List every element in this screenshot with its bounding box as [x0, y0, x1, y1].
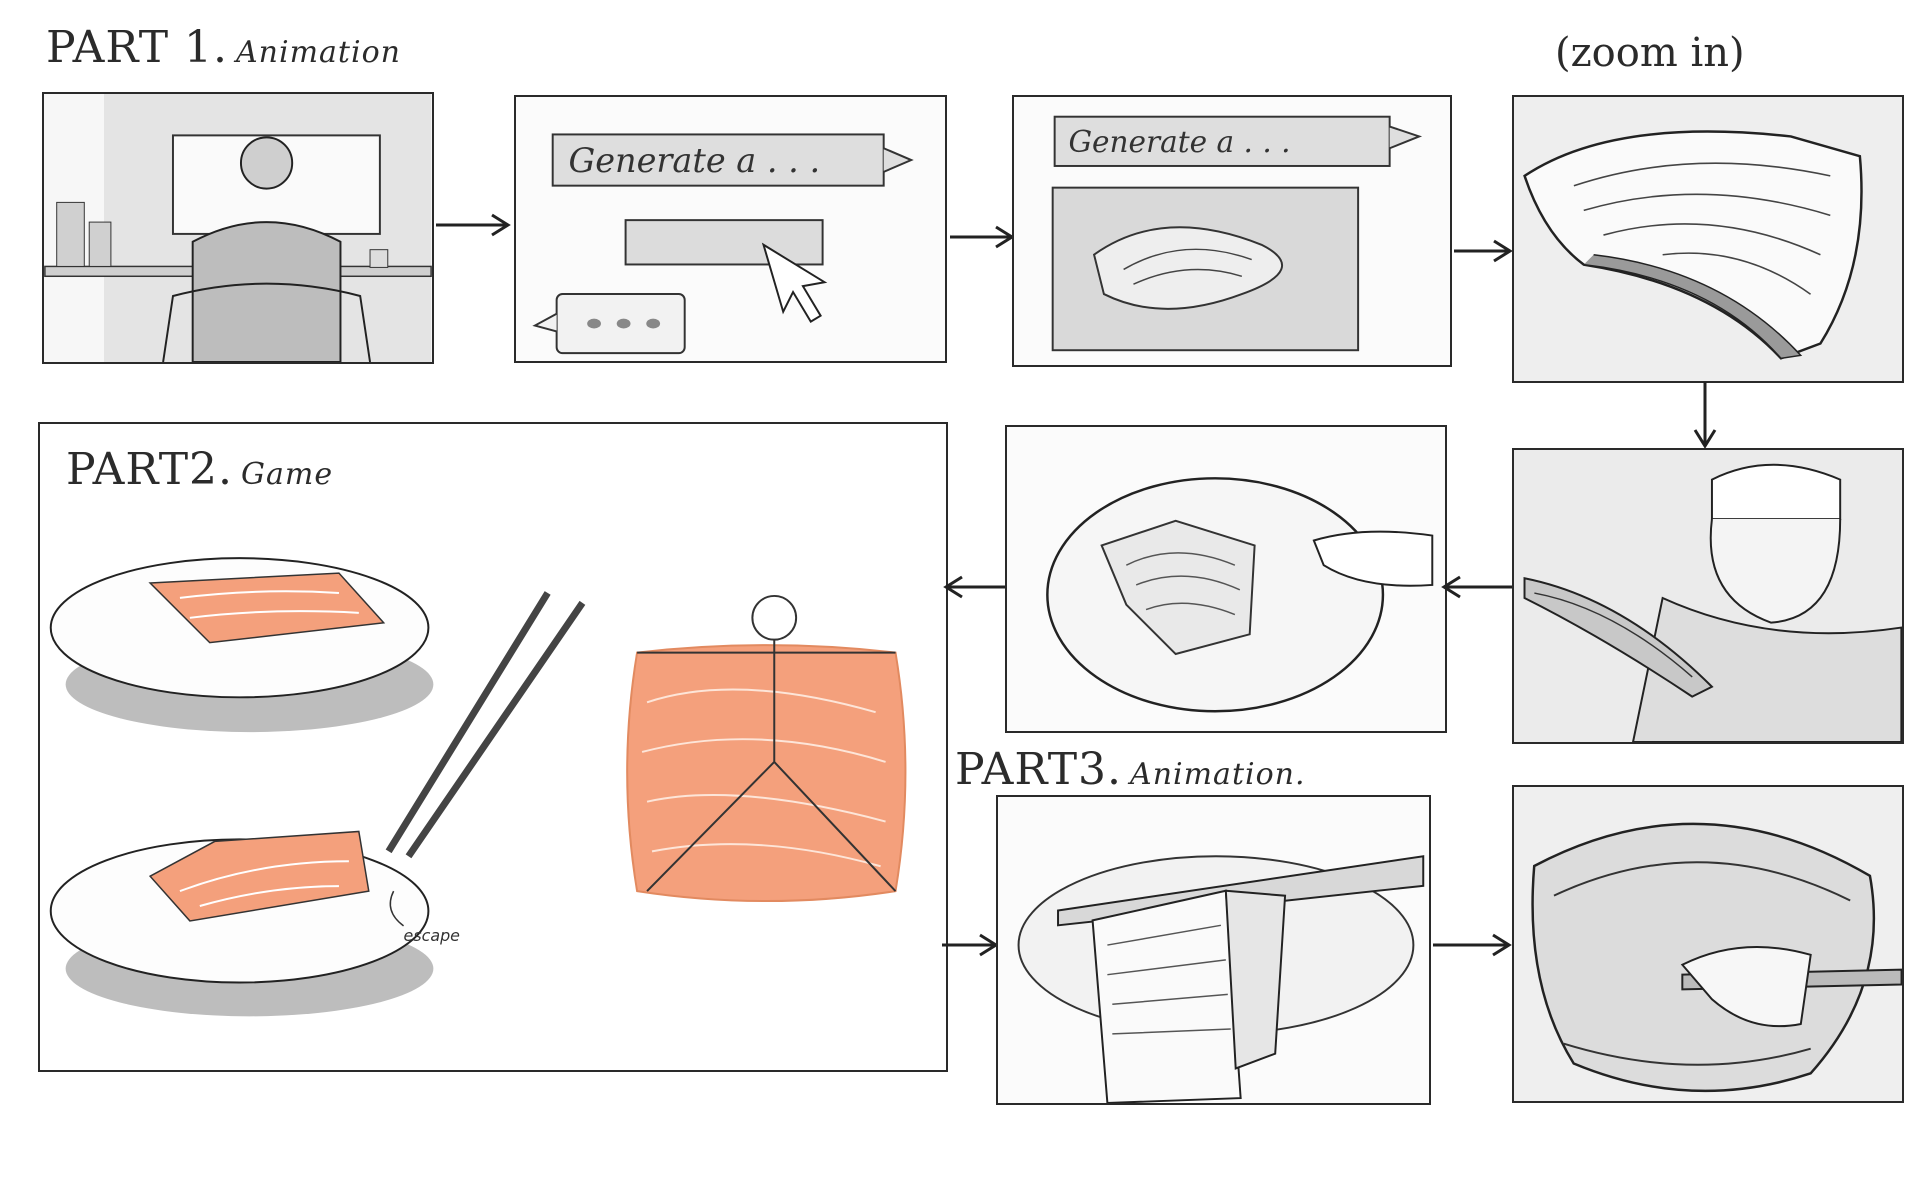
panel-eating — [1512, 785, 1904, 1103]
prompt-screen-sketch: Generate a . . . — [532, 133, 914, 355]
panel-chef — [1512, 448, 1904, 744]
person-at-computer-sketch — [44, 94, 432, 362]
panel-person-at-computer — [42, 92, 434, 364]
arrow-right-4 — [942, 933, 999, 957]
part2-subtitle: Game — [241, 457, 334, 492]
chef-sketch — [1523, 463, 1902, 742]
panel-generated-image: Generate a . . . — [1012, 95, 1452, 367]
eating-sketch — [1531, 822, 1902, 1093]
part2-title: PART2. — [66, 444, 234, 495]
part1-title: PART 1. — [46, 22, 229, 73]
part3-subtitle: Animation. — [1130, 757, 1306, 792]
prompt-text: Generate a . . . — [568, 141, 820, 180]
generated-image-sketch: Generate a . . . — [1051, 115, 1423, 352]
part3-label: PART3.Animation. — [955, 744, 1306, 795]
part2-label: PART2.Game — [66, 444, 333, 495]
chopsticks-slice-sketch — [1017, 855, 1425, 1103]
arrow-right-5 — [1433, 933, 1512, 957]
salmon-slice-1 — [148, 572, 386, 644]
arrow-right-2 — [950, 225, 1015, 249]
panel-prompt-screen: Generate a . . . — [514, 95, 947, 363]
arrow-right-3 — [1454, 239, 1513, 263]
game-scene-sketch: escape — [49, 557, 907, 1017]
arrow-left-2 — [1441, 575, 1512, 599]
zoom-note: (zoom in) — [1555, 30, 1745, 76]
part3-title: PART3. — [955, 744, 1123, 795]
panel-chopsticks-slice — [996, 795, 1431, 1105]
prompt-text-2: Generate a . . . — [1068, 125, 1290, 159]
arrow-down — [1693, 382, 1717, 449]
arrow-right-1 — [436, 213, 511, 237]
panel-part2-game: PART2.Game escape — [38, 422, 948, 1072]
plate-hand-sketch — [1046, 477, 1434, 713]
escape-note: escape — [404, 926, 461, 945]
part1-label: PART 1.Animation — [46, 22, 401, 73]
salmon-slice-2 — [148, 830, 370, 922]
part1-subtitle: Animation — [236, 35, 401, 70]
panel-plate-hand — [1005, 425, 1447, 733]
panel-fish-zoom — [1512, 95, 1904, 383]
arrow-left-1 — [943, 575, 1008, 599]
fish-zoom-sketch — [1523, 130, 1863, 360]
